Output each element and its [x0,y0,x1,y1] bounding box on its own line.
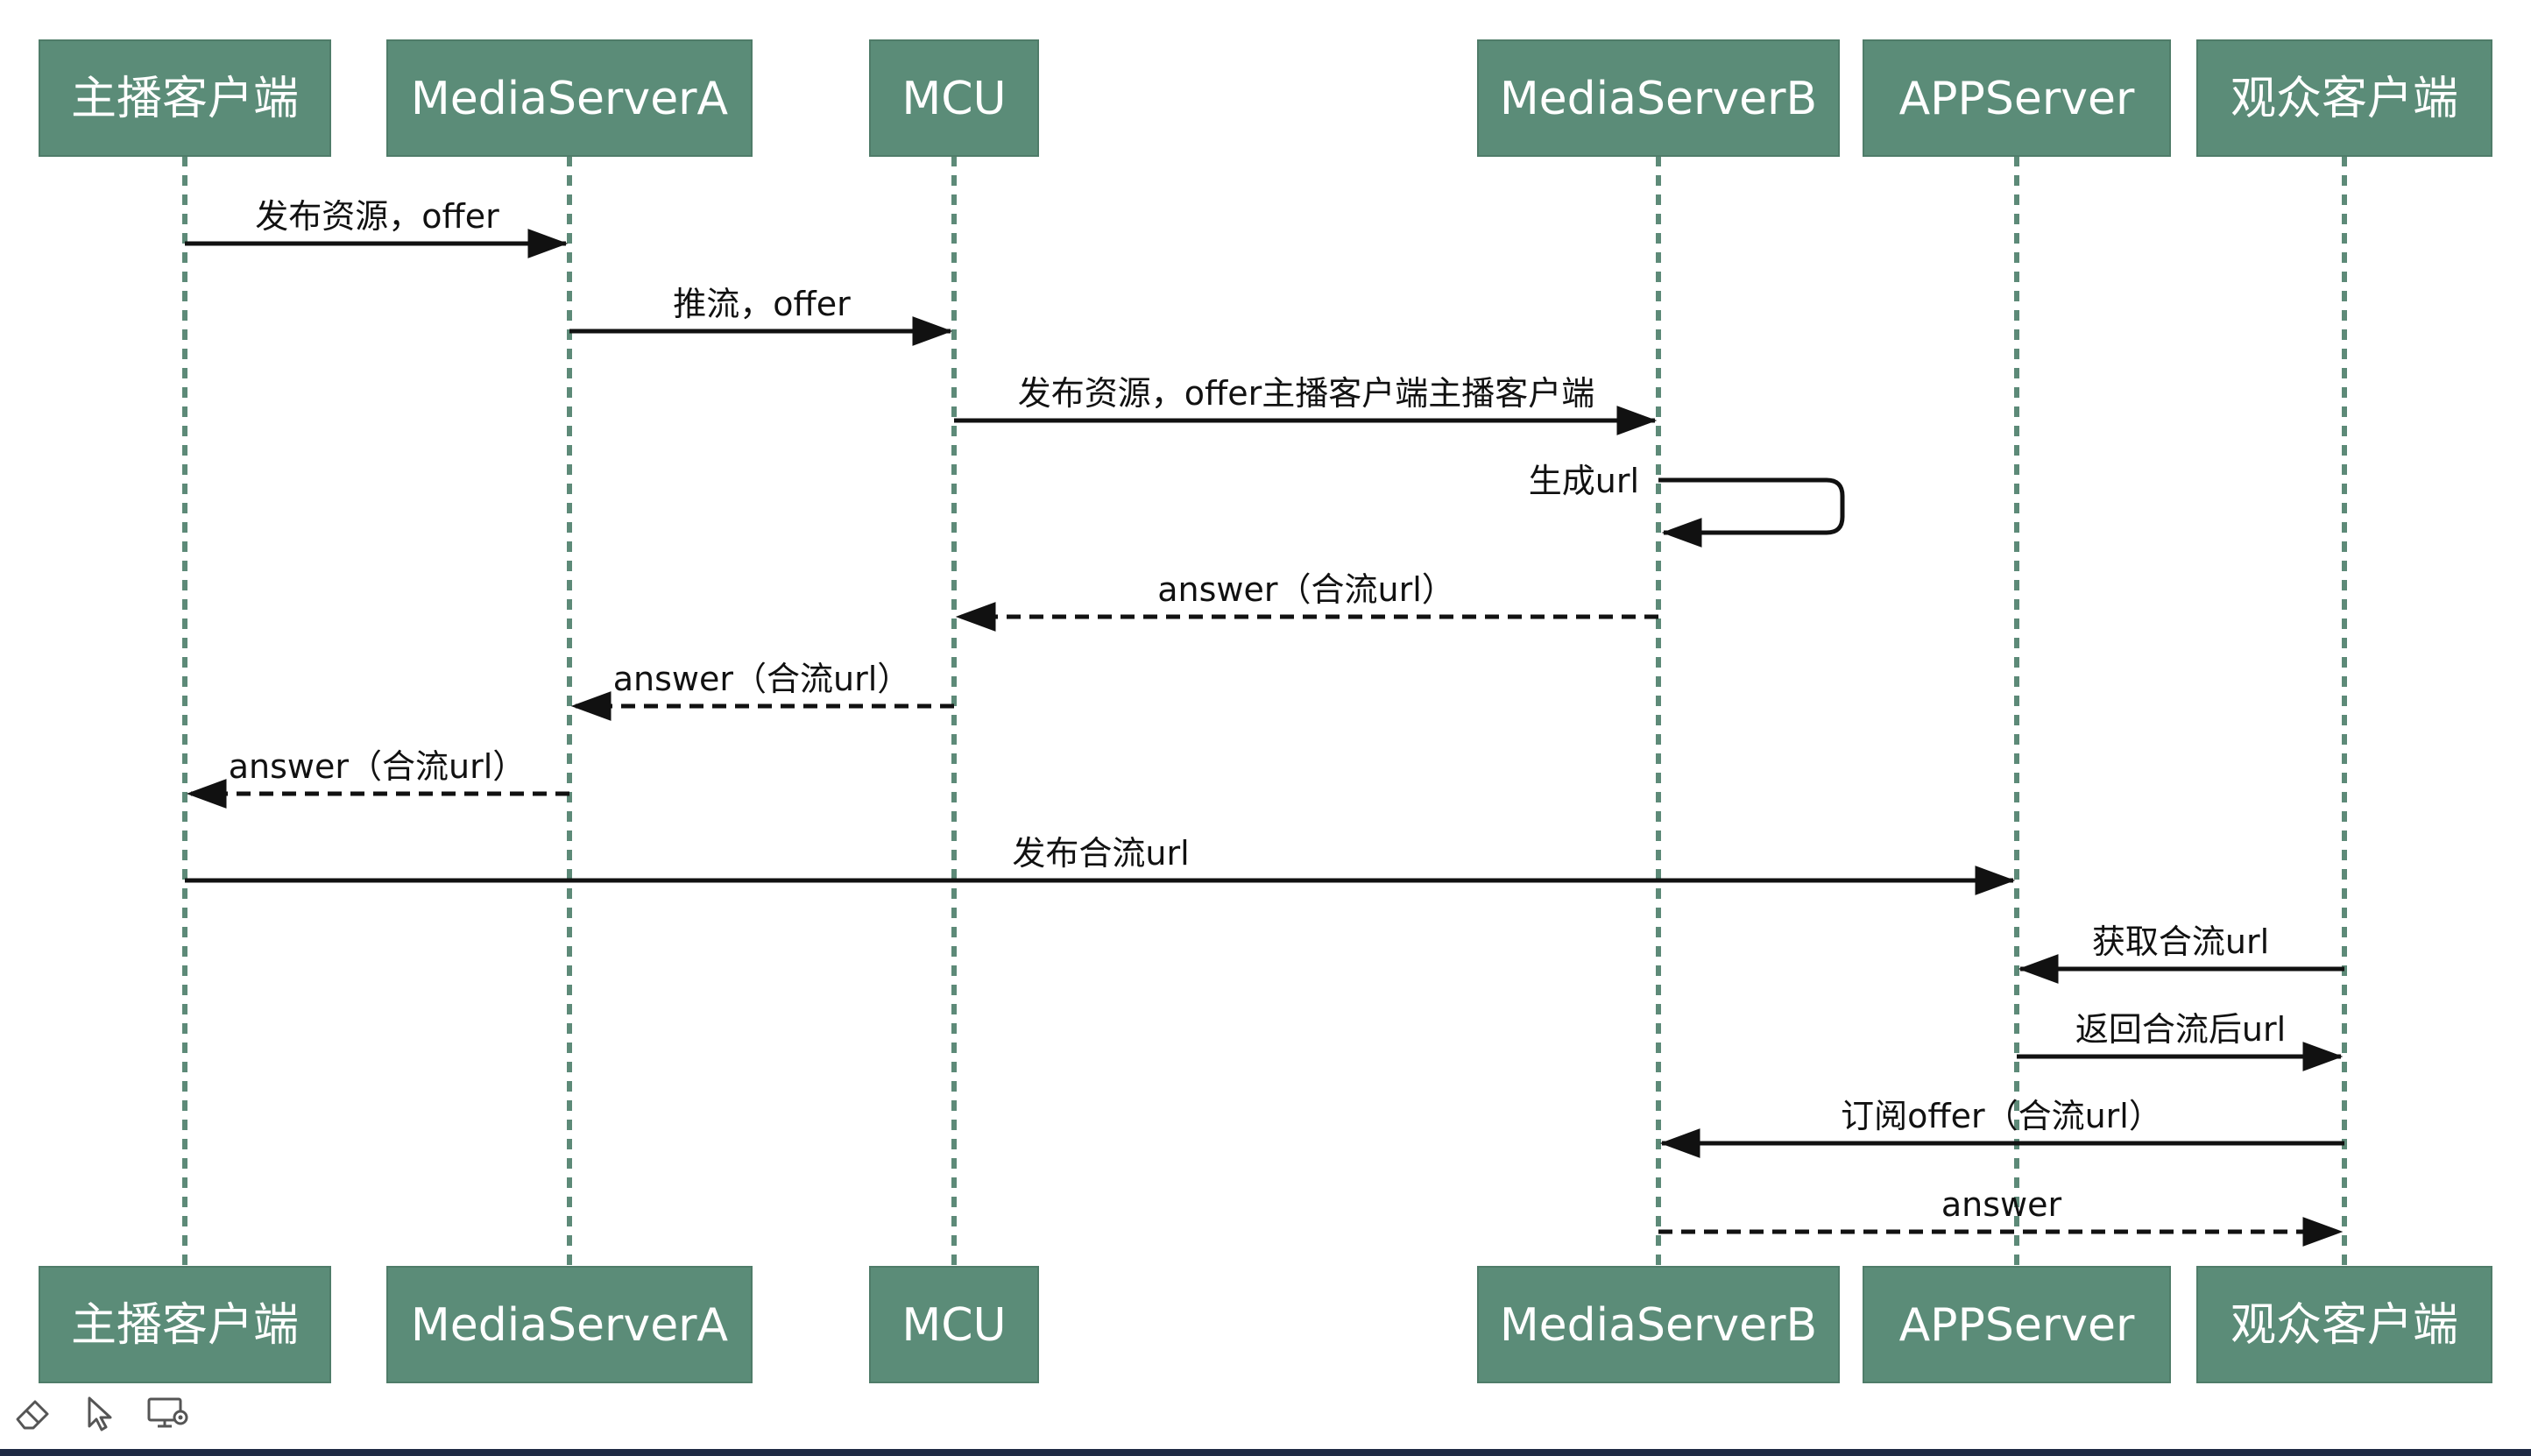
bottom-actor-row: 主播客户端 MediaServerA MCU MediaServerB APPServe… [39,1266,2492,1383]
message-label: answer（合流url） [229,747,527,786]
actor-label: MediaServerA [411,73,729,125]
actor-msa-bottom: MediaServerA [386,1266,753,1383]
message-12: answer [1658,1185,2344,1247]
actor-msa-top: MediaServerA [386,39,753,157]
message-6: answer（合流url） [570,660,954,721]
actor-label: APPServer [1899,1299,2135,1352]
actor-mcu-top: MCU [869,39,1039,157]
actor-label: APPServer [1899,73,2135,125]
message-label: answer（合流url） [1157,570,1455,609]
actor-box [869,1266,1039,1383]
pointer-icon[interactable] [79,1391,123,1435]
actor-app-bottom: APPServer [1863,1266,2171,1383]
message-5: answer（合流url） [955,570,1658,632]
actor-box [386,1266,753,1383]
actor-box [1863,1266,2171,1383]
message-label: 获取合流url [2092,922,2269,961]
actor-box [2196,1266,2492,1383]
annotation-toolbar [12,1391,189,1435]
message-11: 订阅offer（合流url） [1659,1097,2344,1158]
message-arrow [1658,477,1845,548]
eraser-icon[interactable] [12,1391,56,1435]
actor-app-top: APPServer [1863,39,2171,157]
message-label: 发布资源，offer [255,197,499,236]
actor-label: 主播客户端 [71,73,299,125]
message-4: 生成url [1529,462,1845,548]
actor-anchor-bottom: 主播客户端 [39,1266,331,1383]
screen-share-icon[interactable] [145,1391,189,1435]
actor-label: 主播客户端 [71,1299,299,1352]
actor-box [1863,39,2171,157]
message-7: answer（合流url） [186,747,569,809]
actor-viewer-top: 观众客户端 [2196,39,2492,157]
message-3: 发布资源，offer主播客户端主播客户端 [954,374,1658,435]
actor-label: MediaServerB [1500,1299,1817,1352]
actor-label: 观众客户端 [2231,73,2458,125]
lifelines [182,156,2347,1267]
message-2: 推流，offer [569,285,953,346]
actor-box [386,39,753,157]
actor-msb-top: MediaServerB [1477,39,1840,157]
actor-anchor-top: 主播客户端 [39,39,331,157]
message-label: 生成url [1529,462,1639,500]
message-label: 发布资源，offer主播客户端主播客户端 [1018,374,1594,413]
actor-box [1477,1266,1840,1383]
actor-box [869,39,1039,157]
message-list: 发布资源，offer 推流，offer 发布资源，offer主播客户端主播客户端生成… [185,197,2344,1247]
actor-box [2196,39,2492,157]
message-8: 发布合流url [185,834,2016,895]
message-label: 订阅offer（合流url） [1841,1097,2162,1135]
message-label: 推流，offer [673,285,851,323]
actor-mcu-bottom: MCU [869,1266,1039,1383]
actor-label: MCU [901,1299,1006,1352]
status-bar [0,1449,2531,1456]
message-9: 获取合流url [2018,922,2344,984]
actor-label: 观众客户端 [2231,1299,2458,1352]
top-actor-row: 主播客户端 MediaServerA MCU MediaServerB APPServe… [39,39,2492,157]
message-label: answer（合流url） [613,660,911,698]
actor-viewer-bottom: 观众客户端 [2196,1266,2492,1383]
actor-msb-bottom: MediaServerB [1477,1266,1840,1383]
actor-label: MediaServerA [411,1299,729,1352]
message-10: 返回合流后url [2017,1010,2344,1071]
message-label: 发布合流url [1012,834,1189,873]
message-label: answer [1941,1185,2062,1224]
message-label: 返回合流后url [2075,1010,2286,1049]
actor-box [39,39,331,157]
actor-label: MediaServerB [1500,73,1817,125]
actor-box [1477,39,1840,157]
message-1: 发布资源，offer [185,197,569,258]
actor-label: MCU [901,73,1006,125]
actor-box [39,1266,331,1383]
